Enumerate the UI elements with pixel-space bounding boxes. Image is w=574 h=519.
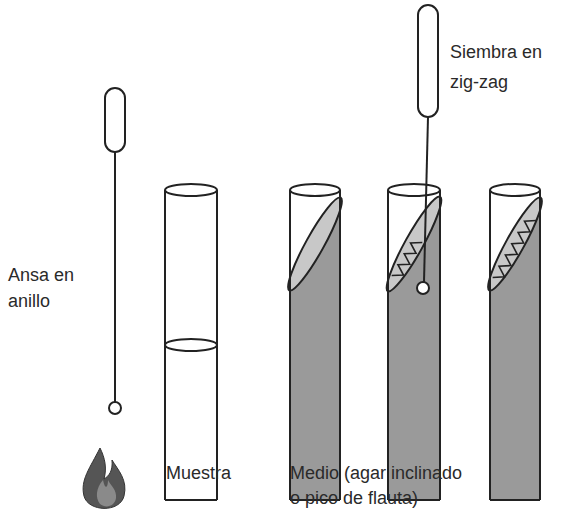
slant-tube [380,184,448,500]
callout-label: Siembra en zig-zag [450,38,550,97]
loop-handle [418,5,438,117]
loop-wire [114,152,116,402]
liquid-level [165,339,217,351]
slant-tube [481,184,548,500]
loop-ring [417,282,429,294]
zigzag-streak [493,220,537,277]
tool-label: Ansa en anillo [8,262,80,314]
loop-handle [105,88,125,152]
loop-wire [424,117,428,282]
sample-tube [165,184,217,500]
slant-tube [281,184,348,500]
flame [83,448,125,508]
tube-label: Muestra [166,461,256,486]
medium-label: Medio (agar inclinado o pico de flauta) [290,461,472,511]
loop-ring [109,402,121,414]
zigzag-streak [392,243,423,276]
